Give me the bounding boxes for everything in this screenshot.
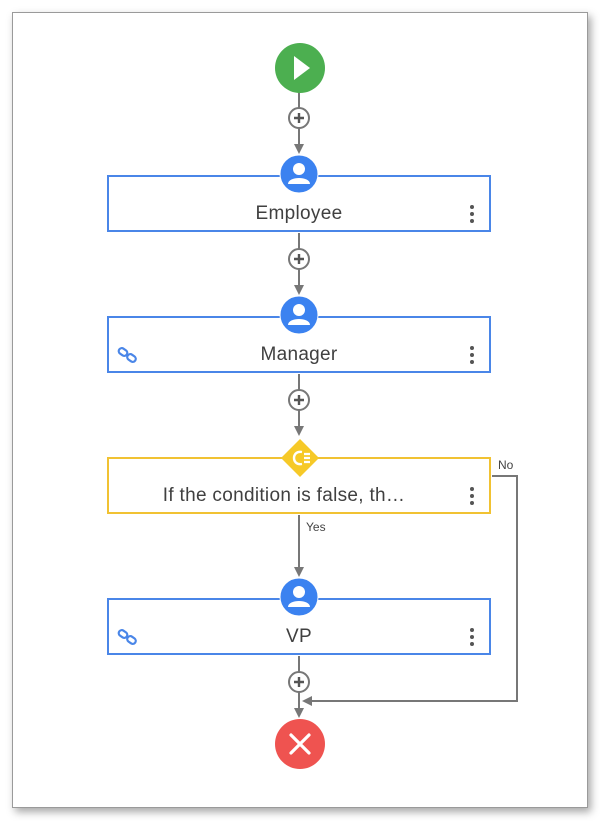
close-icon — [289, 733, 311, 755]
link-icon[interactable] — [117, 629, 139, 645]
more-options-icon[interactable] — [469, 346, 475, 368]
step-label: Employee — [255, 203, 343, 224]
connector-no-branch — [302, 475, 518, 706]
end-node[interactable] — [274, 718, 326, 770]
condition-label: If the condition is false, th… — [162, 485, 406, 506]
play-icon — [294, 56, 310, 80]
branch-label-no: No — [498, 458, 514, 472]
add-step-button-4[interactable] — [288, 671, 310, 693]
add-step-button-2[interactable] — [288, 248, 310, 270]
user-icon — [279, 295, 319, 335]
start-node[interactable] — [274, 42, 326, 94]
add-step-button-3[interactable] — [288, 389, 310, 411]
condition-icon — [281, 439, 319, 477]
branch-label-yes: Yes — [306, 520, 326, 534]
link-icon[interactable] — [117, 347, 139, 363]
more-options-icon[interactable] — [469, 487, 475, 509]
step-label: VP — [286, 626, 312, 647]
user-icon — [279, 154, 319, 194]
add-step-button-1[interactable] — [288, 107, 310, 129]
step-label: Manager — [260, 344, 338, 365]
user-icon — [279, 577, 319, 617]
more-options-icon[interactable] — [469, 205, 475, 227]
more-options-icon[interactable] — [469, 628, 475, 650]
